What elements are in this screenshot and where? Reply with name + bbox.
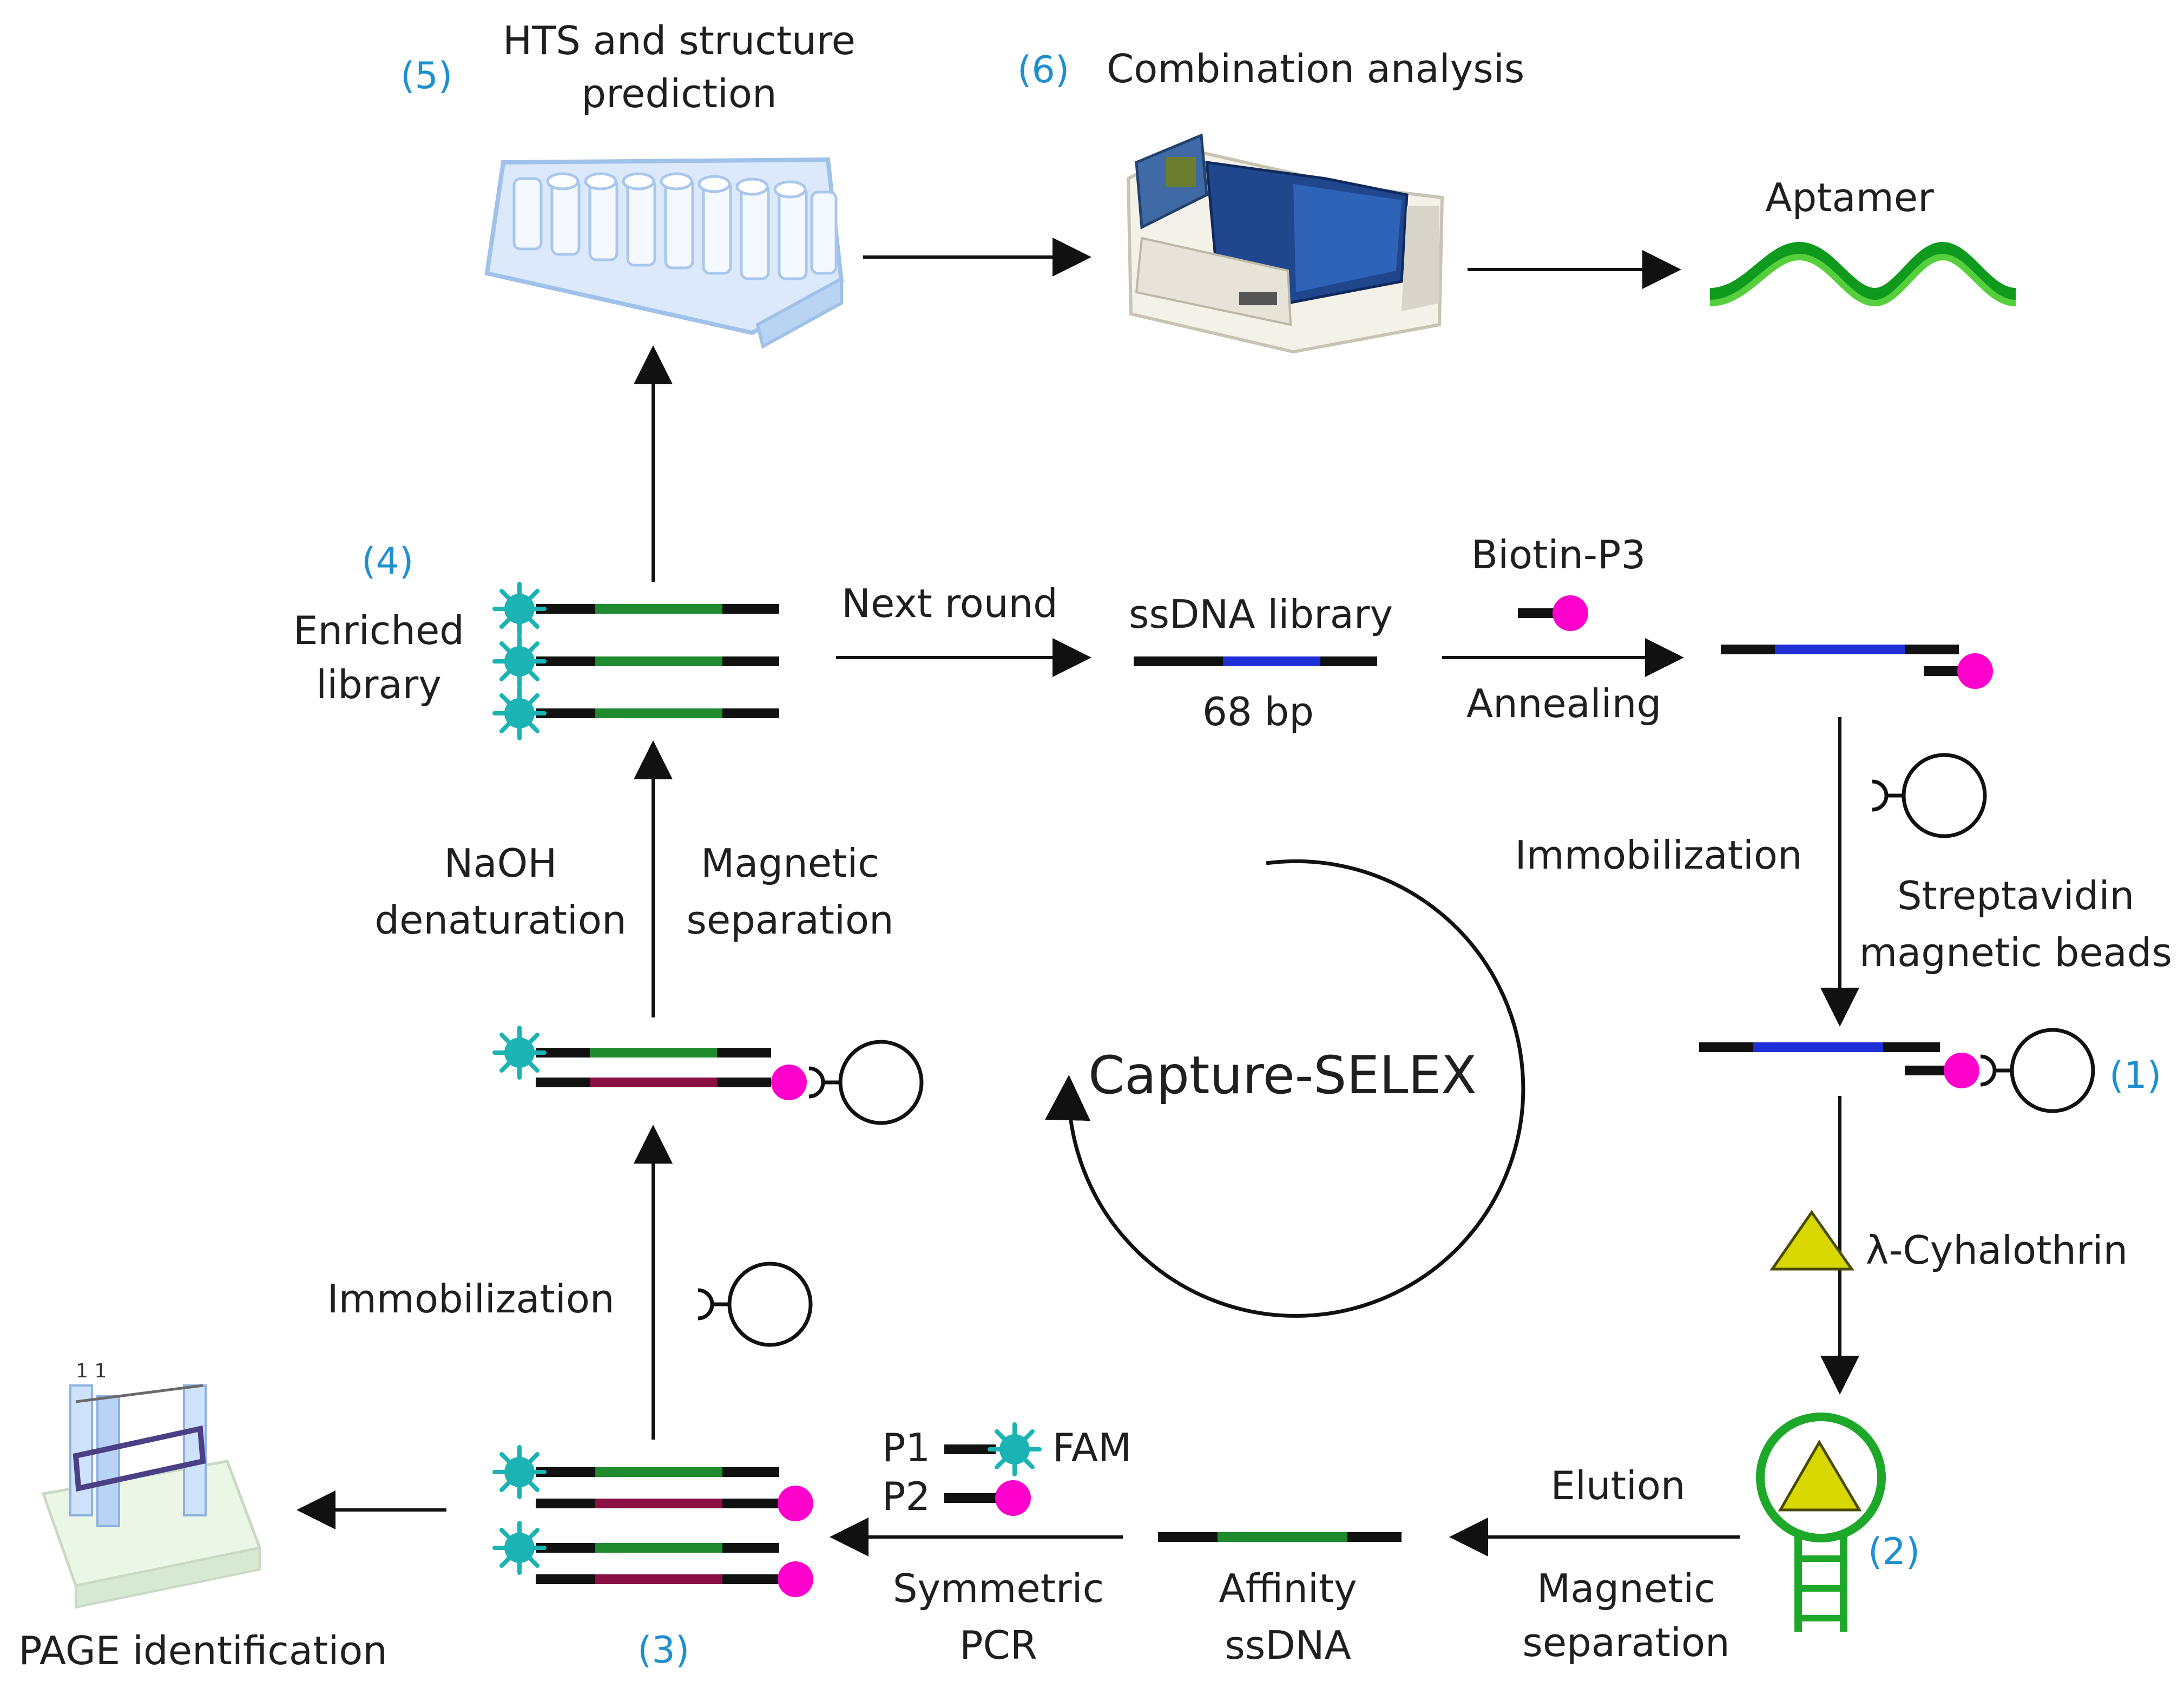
p2-biotin [995, 1480, 1031, 1516]
aptamer-label: Aptamer [1765, 175, 1934, 220]
immobilization-right-label: Immobilization [1515, 832, 1802, 878]
affinity-label-line1: Affinity [1219, 1566, 1357, 1611]
fam-icon [990, 1424, 1040, 1474]
hts-label-line2: prediction [581, 71, 777, 116]
fam-label: FAM [1052, 1425, 1132, 1470]
enriched-library-strands [495, 584, 779, 738]
step-label-6: (6) [1017, 49, 1069, 91]
aptamer-wave-icon [1709, 241, 2017, 307]
electrophoresis-tank-icon: 1 1 [41, 1360, 262, 1609]
annealed-strand [1721, 645, 1993, 689]
affinity-label-line2: ssDNA [1225, 1623, 1351, 1668]
step-label-4: (4) [361, 540, 413, 583]
magsep-left-line1: Magnetic [701, 840, 879, 886]
enriched-label-line1: Enriched [293, 608, 464, 653]
naoh-label-line2: denaturation [374, 897, 626, 943]
magsep-bottom-line1: Magnetic [1537, 1566, 1715, 1611]
naoh-label-line1: NaOH [444, 840, 557, 886]
analyzer-instrument-icon [1126, 133, 1444, 354]
combination-label: Combination analysis [1107, 46, 1524, 91]
bp-label: 68 bp [1202, 689, 1314, 734]
streptavidin-label-line2: magnetic beads [1859, 930, 2172, 975]
biotin-p3-label: Biotin-P3 [1471, 532, 1646, 577]
triangle-target-icon [1769, 1210, 1854, 1271]
symmetric-label-line2: PCR [959, 1623, 1037, 1668]
bead-icon-left [698, 1264, 811, 1345]
immobilization-left-label: Immobilization [327, 1276, 614, 1322]
p1-label: P1 [882, 1425, 930, 1470]
step-label-2: (2) [1868, 1531, 1920, 1573]
next-round-label: Next round [841, 581, 1058, 626]
hts-label-line1: HTS and structure [503, 18, 856, 63]
annealing-label: Annealing [1466, 681, 1661, 726]
svg-text:1 1: 1 1 [76, 1360, 107, 1382]
ssdna-library-label: ssDNA library [1129, 592, 1393, 637]
capture-selex-label: Capture-SELEX [1088, 1045, 1477, 1106]
strand-bead-complex-1 [1699, 1030, 2093, 1111]
streptavidin-bead-icon [1872, 755, 1985, 836]
magsep-left-line2: separation [686, 897, 893, 943]
enriched-label-line2: library [316, 662, 442, 707]
tube-rack-icon [484, 157, 844, 349]
cyhalothrin-label: λ-Cyhalothrin [1866, 1227, 2128, 1273]
elution-label: Elution [1550, 1463, 1685, 1508]
biotin-primer [1518, 595, 1588, 631]
streptavidin-label-line1: Streptavidin [1897, 873, 2134, 918]
bound-pcr-complex [495, 1028, 922, 1123]
pcr-product-strands [495, 1447, 813, 1597]
step-label-3: (3) [637, 1629, 689, 1672]
page-identification-label: PAGE identification [18, 1628, 387, 1673]
cycle-arrow [1045, 859, 1525, 1318]
symmetric-label-line1: Symmetric [893, 1566, 1104, 1611]
step-label-1: (1) [2109, 1054, 2161, 1097]
p2-label: P2 [882, 1474, 930, 1519]
aptamer-target-complex [1756, 1413, 1886, 1632]
magsep-bottom-line2: separation [1522, 1620, 1729, 1665]
step-label-5: (5) [400, 55, 452, 97]
